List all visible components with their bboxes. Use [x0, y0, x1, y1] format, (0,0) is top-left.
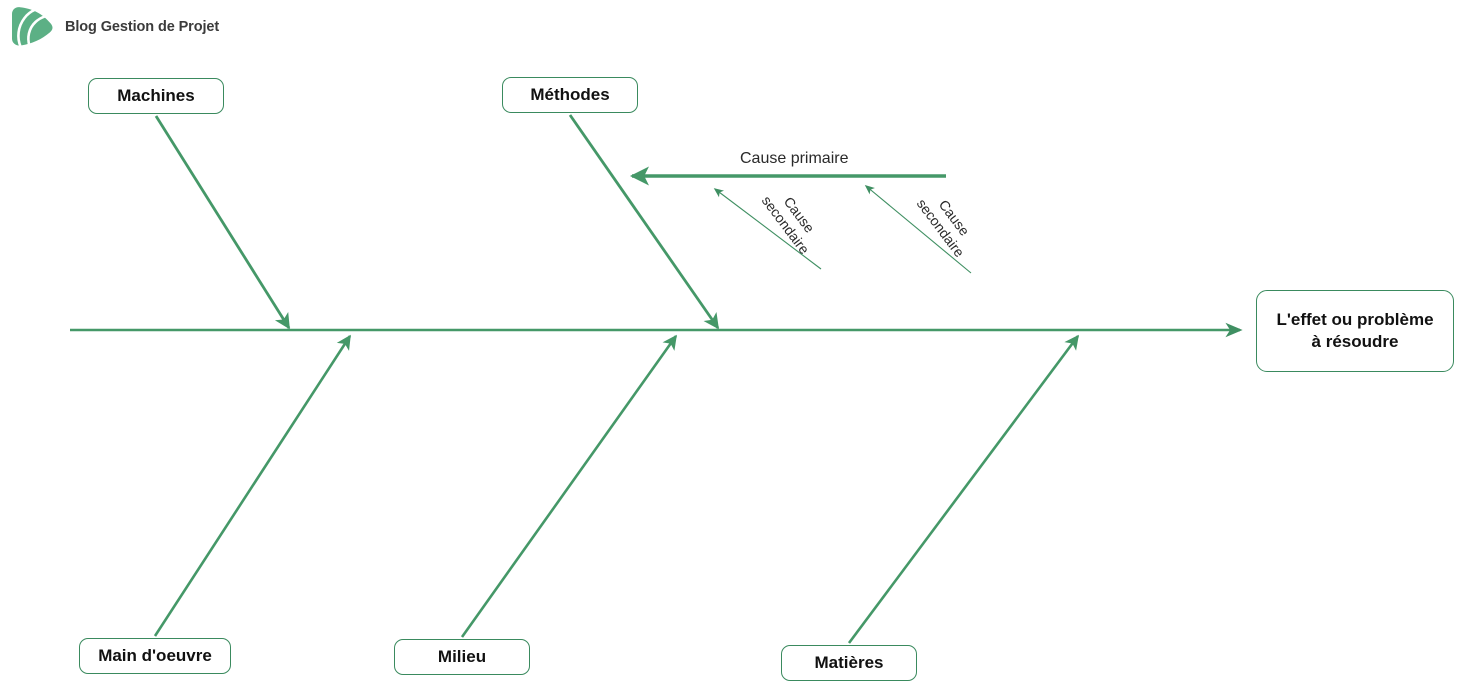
- primary-cause-label: Cause primaire: [740, 150, 849, 167]
- bone-milieu: [460, 334, 678, 638]
- brand-name: Blog Gestion de Projet: [65, 19, 220, 35]
- bone-matieres: [847, 334, 1080, 644]
- category-box-methodes[interactable]: Méthodes: [502, 77, 638, 113]
- leaf-logo-icon: [8, 5, 56, 49]
- bone-machines: [154, 115, 291, 330]
- site-brand: Blog Gestion de Projet: [8, 4, 219, 50]
- secondary-cause-arrow-1: [713, 188, 822, 270]
- effect-box[interactable]: L'effet ou problème à résoudre: [1256, 290, 1454, 372]
- secondary-cause-arrow-2: [864, 185, 972, 274]
- bone-main-d-oeuvre: [153, 334, 352, 637]
- category-box-main-d-oeuvre[interactable]: Main d'oeuvre: [79, 638, 231, 674]
- category-box-machines[interactable]: Machines: [88, 78, 224, 114]
- bone-methodes: [568, 114, 720, 330]
- category-box-milieu[interactable]: Milieu: [394, 639, 530, 675]
- category-box-matieres[interactable]: Matières: [781, 645, 917, 681]
